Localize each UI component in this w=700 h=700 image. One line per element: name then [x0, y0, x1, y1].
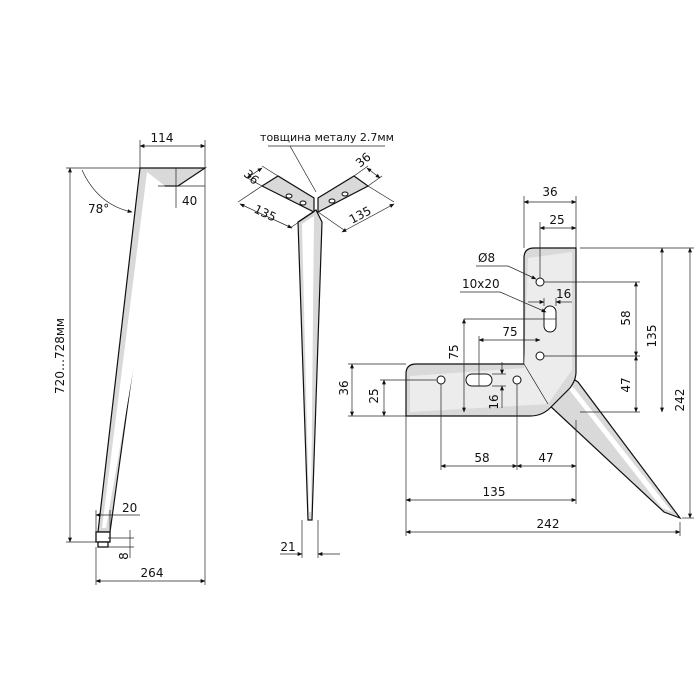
- front-right-width-label: 36: [353, 150, 374, 171]
- plate-left-36-label: 36: [337, 380, 351, 395]
- side-view: 114 40 78° 720…728мм 20 8 264: [53, 131, 207, 585]
- front-left-length-label: 135: [252, 202, 279, 224]
- thickness-note: товщина металу 2.7мм: [260, 131, 394, 144]
- plate-view: 36 25 Ø8 10x20 16 58 47 135 242: [337, 185, 694, 536]
- side-foot: [95, 531, 111, 543]
- hole-diameter-label: Ø8: [478, 251, 495, 265]
- plate-bottom-47-label: 47: [538, 451, 553, 465]
- front-view: товщина металу 2.7мм 36 36 135 135: [237, 131, 395, 558]
- plate-left-25-label: 25: [367, 388, 381, 403]
- side-top-width-label: 114: [151, 131, 174, 145]
- plate-left-75-label: 75: [447, 344, 461, 359]
- slot-size-label: 10x20: [462, 277, 500, 291]
- plate-right-135-label: 135: [645, 325, 659, 348]
- front-right-length-label: 135: [347, 204, 374, 227]
- hole-mid: [535, 351, 545, 361]
- plate-top-25-label: 25: [549, 213, 564, 227]
- side-height-label: 720…728мм: [53, 318, 67, 394]
- plate-bottom-58-label: 58: [474, 451, 489, 465]
- plate-right-58-label: 58: [619, 310, 633, 325]
- side-leg-highlight: [102, 172, 165, 528]
- plate-right-47-label: 47: [619, 377, 633, 392]
- side-total-width-label: 264: [141, 566, 164, 580]
- side-flange-height-label: 40: [182, 194, 197, 208]
- front-tip-width-label: 21: [280, 540, 295, 554]
- plate-bottom-242-label: 242: [537, 517, 560, 531]
- side-foot-width-label: 20: [122, 501, 137, 515]
- plate-bottom-135-label: 135: [483, 485, 506, 499]
- slot-height-label: 16: [487, 394, 501, 409]
- hole-right: [512, 375, 522, 385]
- plate-top-75-label: 75: [502, 325, 517, 339]
- side-foot-height-label: 8: [117, 552, 131, 560]
- hole-top: [535, 277, 545, 287]
- slot-width-label: 16: [556, 287, 571, 301]
- plate-right-242-label: 242: [673, 389, 687, 412]
- hole-left: [436, 375, 446, 385]
- plate-top-36-label: 36: [542, 185, 557, 199]
- side-angle-label: 78°: [88, 202, 109, 216]
